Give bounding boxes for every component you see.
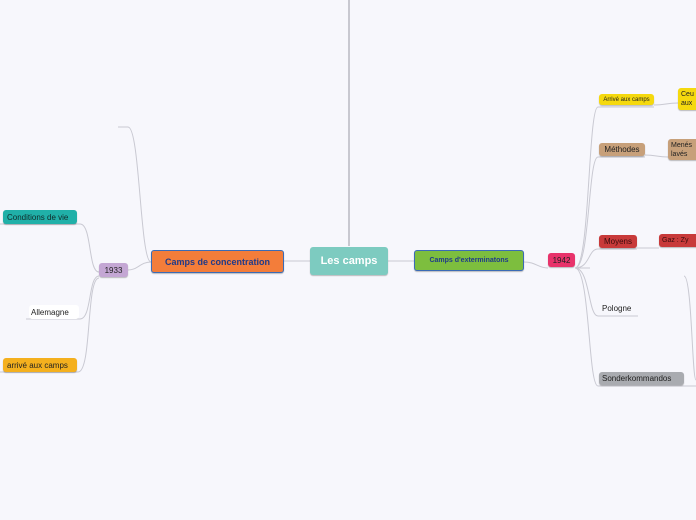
subtopic-label: Conditions de vie (7, 212, 69, 222)
subtopic-label: Moyens (603, 237, 632, 246)
year-label: 1933 (104, 265, 123, 275)
subtopic-arrive-aux-camps-right[interactable]: Arrivé aux camps (599, 94, 654, 105)
subtopic-moyens[interactable]: Moyens (599, 235, 637, 248)
main-topic-label: Camps de concentration (164, 256, 271, 267)
detail-label: Gaz : Zy (662, 237, 689, 244)
main-topic-camps-concentration[interactable]: Camps de concentration (151, 250, 284, 273)
subtopic-label: Sonderkommandos (602, 374, 672, 383)
main-topic-camps-extermination[interactable]: Camps d'exterminatons (414, 250, 524, 271)
subtopic-pologne[interactable]: Pologne (600, 302, 640, 315)
subtopic-arrive-aux-camps[interactable]: arrivé aux camps (3, 358, 77, 372)
subtopic-conditions-de-vie[interactable]: Conditions de vie (3, 210, 77, 224)
subtopic-label: Méthodes (604, 145, 640, 154)
central-topic-label: Les camps (320, 255, 378, 267)
subtopic-label: Allemagne (31, 307, 69, 317)
subtopic-allemagne[interactable]: Allemagne (29, 305, 79, 319)
subtopic-methodes[interactable]: Méthodes (599, 143, 645, 156)
year-1942[interactable]: 1942 (548, 253, 575, 267)
subtopic-label: arrivé aux camps (7, 360, 68, 370)
main-topic-label: Camps d'exterminatons (429, 257, 509, 264)
central-topic[interactable]: Les camps (310, 247, 388, 275)
subtopic-label: Pologne (602, 304, 632, 313)
detail-gaz[interactable]: Gaz : Zy (659, 234, 696, 247)
year-1933[interactable]: 1933 (99, 263, 128, 277)
year-label: 1942 (552, 255, 571, 265)
subtopic-sonderkommandos[interactable]: Sonderkommandos (599, 372, 684, 385)
subtopic-label: Arrivé aux camps (603, 96, 650, 103)
